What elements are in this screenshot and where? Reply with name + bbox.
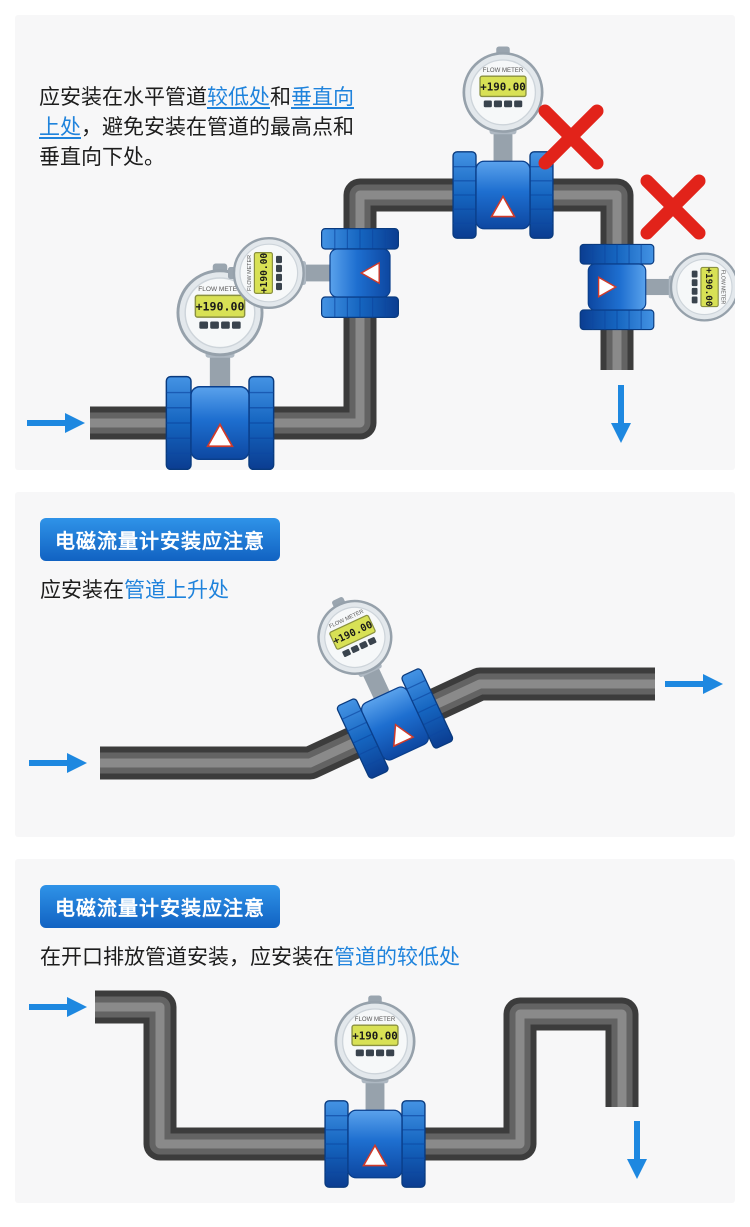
text-segment: 应安装在水平管道 (39, 86, 207, 109)
flow-arrow-right-icon (665, 674, 723, 694)
panel-horizontal-install: 应安装在水平管道较低处和垂直向上处，避免安装在管道的最高点和垂直向下处。 (15, 15, 735, 470)
panel-open-discharge-install: 电磁流量计安装应注意 在开口排放管道安装，应安装在管道的较低处 (15, 859, 735, 1203)
text-segment-highlight: 管道的较低处 (334, 946, 460, 969)
text-segment: 应安装在 (40, 579, 124, 602)
panel3-instruction-text: 在开口排放管道安装，应安装在管道的较低处 (40, 941, 710, 971)
flowmeter-correct-vertical-up (226, 227, 400, 319)
text-segment-highlight: 较低处 (207, 86, 270, 109)
panel2-instruction-text: 应安装在管道上升处 (40, 574, 710, 604)
flow-arrow-right-icon (27, 413, 85, 433)
text-segment-highlight: 管道上升处 (124, 579, 229, 602)
diagram-rising-pipe (15, 578, 735, 781)
red-cross-icon (545, 111, 597, 163)
flow-arrow-right-icon (29, 753, 87, 773)
flowmeter-wrong-highest-point (451, 45, 555, 240)
pipe-run (95, 990, 639, 1161)
notice-badge: 电磁流量计安装应注意 (40, 885, 280, 928)
panel-rising-install: 电磁流量计安装应注意 应安装在管道上升处 (15, 492, 735, 837)
flowmeter-at-low-point (323, 994, 427, 1189)
notice-badge: 电磁流量计安装应注意 (40, 518, 280, 561)
panel2-header: 电磁流量计安装应注意 应安装在管道上升处 (15, 492, 735, 604)
panel1-instruction-text: 应安装在水平管道较低处和垂直向上处，避免安装在管道的最高点和垂直向下处。 (39, 83, 361, 173)
red-cross-icon (647, 181, 699, 233)
text-segment: 和 (270, 86, 291, 109)
text-segment-highlight: 垂直向上处 (39, 86, 354, 139)
text-segment: ，避免安装在管道的最高点和垂直向下处。 (39, 116, 354, 169)
flow-arrow-down-icon (611, 385, 631, 443)
diagram-low-point-pipe (15, 990, 735, 1189)
panel3-header: 电磁流量计安装应注意 在开口排放管道安装，应安装在管道的较低处 (15, 859, 735, 971)
text-segment: 在开口排放管道安装，应安装在 (40, 946, 334, 969)
flowmeter-wrong-vertical-down (579, 243, 735, 331)
diagram-horizontal-install (15, 45, 735, 470)
flow-arrow-right-icon (29, 997, 87, 1017)
flow-arrow-down-icon (627, 1121, 647, 1179)
